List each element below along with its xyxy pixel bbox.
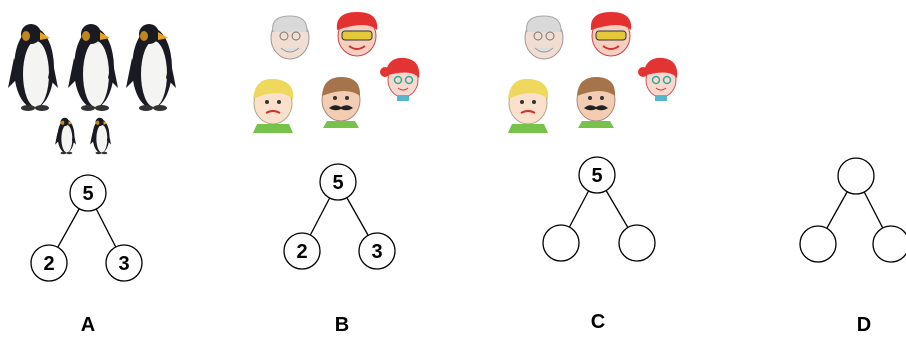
svg-text:5: 5 [591,165,602,187]
option-letter: C [590,311,606,333]
bond-top-node [837,157,875,195]
svg-text:5: 5 [332,172,343,194]
bond-left-node [542,224,580,262]
number-bond-d [799,157,906,263]
option-letter: B [334,314,350,336]
option-letter: A [80,314,96,336]
svg-text:3: 3 [118,253,129,275]
number-bond-a: 5 2 3 [30,174,143,282]
bond-left-node: 2 [30,244,68,282]
bond-top-node: 5 [319,163,357,201]
svg-text:3: 3 [371,241,382,263]
bond-top-node: 5 [578,156,616,194]
option-d[interactable]: D [678,0,906,336]
number-bond-b: 5 2 3 [283,163,396,270]
svg-text:2: 2 [296,241,307,263]
bond-right-node [872,225,906,263]
bond-left-node [799,225,837,263]
bond-right-node: 3 [105,244,143,282]
option-c[interactable]: 5 C [452,0,678,333]
bond-top-node: 5 [69,174,107,212]
option-b[interactable]: 5 2 3 B [226,0,452,336]
bond-right-node [618,224,656,262]
bond-left-node: 2 [283,232,321,270]
svg-text:2: 2 [43,253,54,275]
option-a[interactable]: 5 2 3 A [0,0,226,336]
option-letter: D [856,314,872,336]
bond-right-node: 3 [358,232,396,270]
svg-text:5: 5 [82,183,93,205]
number-bond-c: 5 [542,156,656,262]
